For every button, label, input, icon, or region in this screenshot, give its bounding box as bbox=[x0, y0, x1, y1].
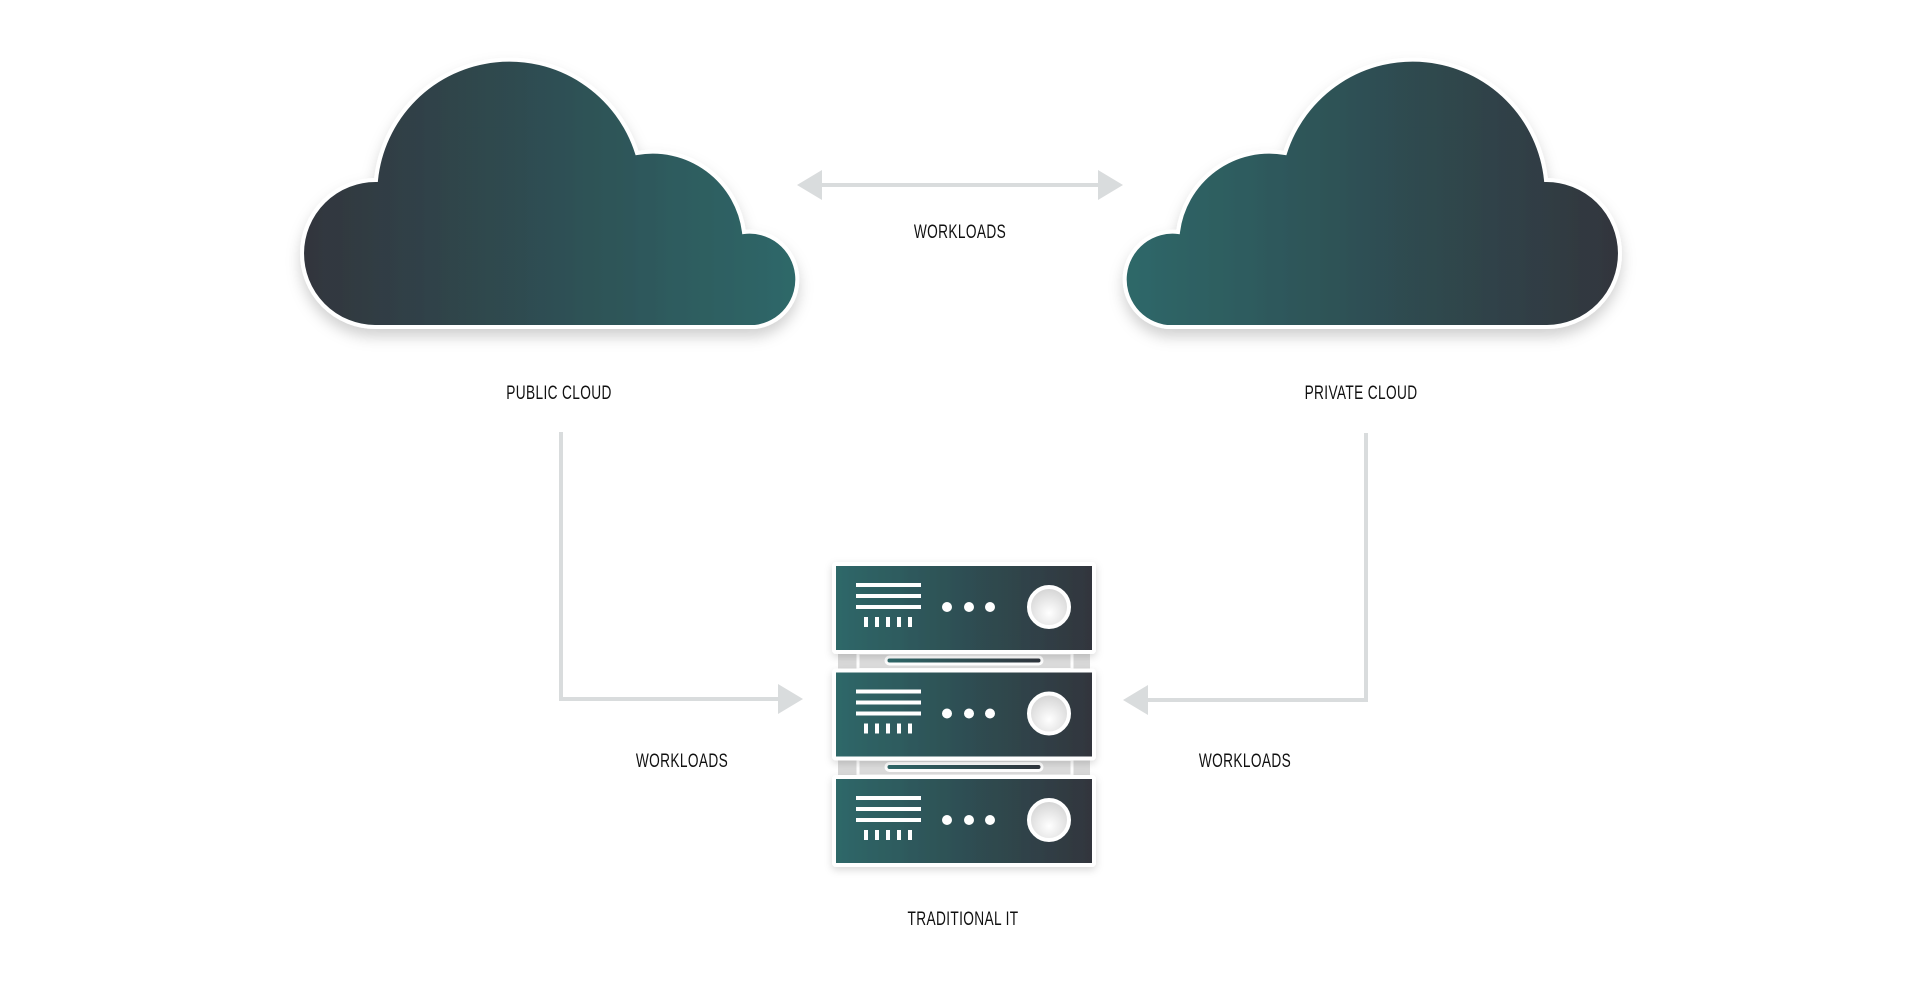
port-tick bbox=[886, 617, 890, 627]
vent-line bbox=[856, 583, 921, 587]
workloads-label-top: WORKLOADS bbox=[913, 222, 1007, 243]
server-unit bbox=[832, 668, 1096, 761]
port-tick bbox=[897, 830, 901, 840]
rack-connector bbox=[838, 651, 1090, 671]
arrow-head bbox=[778, 684, 803, 714]
vent-line bbox=[856, 818, 921, 822]
private-cloud-icon bbox=[1122, 57, 1622, 329]
connector-horizontal bbox=[1146, 698, 1368, 702]
port-tick bbox=[864, 617, 868, 627]
server-unit bbox=[832, 775, 1096, 867]
connector-horizontal bbox=[559, 697, 781, 701]
status-led-icon bbox=[964, 602, 974, 612]
server-rack-icon bbox=[832, 562, 1096, 867]
rack-slot bbox=[884, 655, 1044, 666]
private-cloud-label: PRIVATE CLOUD bbox=[1304, 383, 1418, 404]
port-tick bbox=[897, 617, 901, 627]
port-tick bbox=[875, 617, 879, 627]
arrow-head bbox=[1123, 685, 1148, 715]
port-tick bbox=[908, 617, 912, 627]
vent-line bbox=[856, 711, 921, 716]
port-tick bbox=[908, 830, 912, 840]
connector-vertical bbox=[559, 432, 563, 701]
vent-line bbox=[856, 605, 921, 609]
port-tick bbox=[864, 723, 868, 734]
vent-line bbox=[856, 594, 921, 598]
rack-connector bbox=[838, 758, 1090, 778]
rack-slot bbox=[884, 762, 1044, 772]
port-tick bbox=[875, 830, 879, 840]
status-led-icon bbox=[942, 602, 952, 612]
power-button-icon bbox=[1027, 691, 1071, 736]
bidirectional-arrow-clouds bbox=[797, 170, 1123, 200]
workloads-label-right: WORKLOADS bbox=[1198, 751, 1292, 772]
arrow-shaft bbox=[820, 183, 1110, 187]
port-tick bbox=[897, 723, 901, 734]
arrow-head-left bbox=[797, 170, 822, 200]
vent-line bbox=[856, 796, 921, 800]
arrow-public-to-traditional bbox=[559, 432, 803, 714]
power-button-icon bbox=[1027, 585, 1071, 629]
public-cloud-label: PUBLIC CLOUD bbox=[506, 383, 612, 404]
vent-line bbox=[856, 700, 921, 705]
server-unit bbox=[832, 562, 1096, 654]
vent-line bbox=[856, 807, 921, 811]
public-cloud-icon bbox=[300, 57, 800, 329]
port-tick bbox=[886, 830, 890, 840]
status-led-icon bbox=[964, 815, 974, 825]
arrow-private-to-traditional bbox=[1123, 433, 1368, 715]
vent-line bbox=[856, 689, 921, 694]
status-led-icon bbox=[964, 708, 974, 719]
port-tick bbox=[875, 723, 879, 734]
power-button-icon bbox=[1027, 798, 1071, 842]
status-led-icon bbox=[985, 708, 995, 719]
traditional-it-label: TRADITIONAL IT bbox=[907, 909, 1019, 930]
workloads-label-left: WORKLOADS bbox=[635, 751, 729, 772]
port-tick bbox=[886, 723, 890, 734]
arrow-head-right bbox=[1098, 170, 1123, 200]
connector-vertical bbox=[1364, 433, 1368, 702]
status-led-icon bbox=[942, 708, 952, 719]
port-tick bbox=[864, 830, 868, 840]
status-led-icon bbox=[942, 815, 952, 825]
status-led-icon bbox=[985, 602, 995, 612]
status-led-icon bbox=[985, 815, 995, 825]
port-tick bbox=[908, 723, 912, 734]
